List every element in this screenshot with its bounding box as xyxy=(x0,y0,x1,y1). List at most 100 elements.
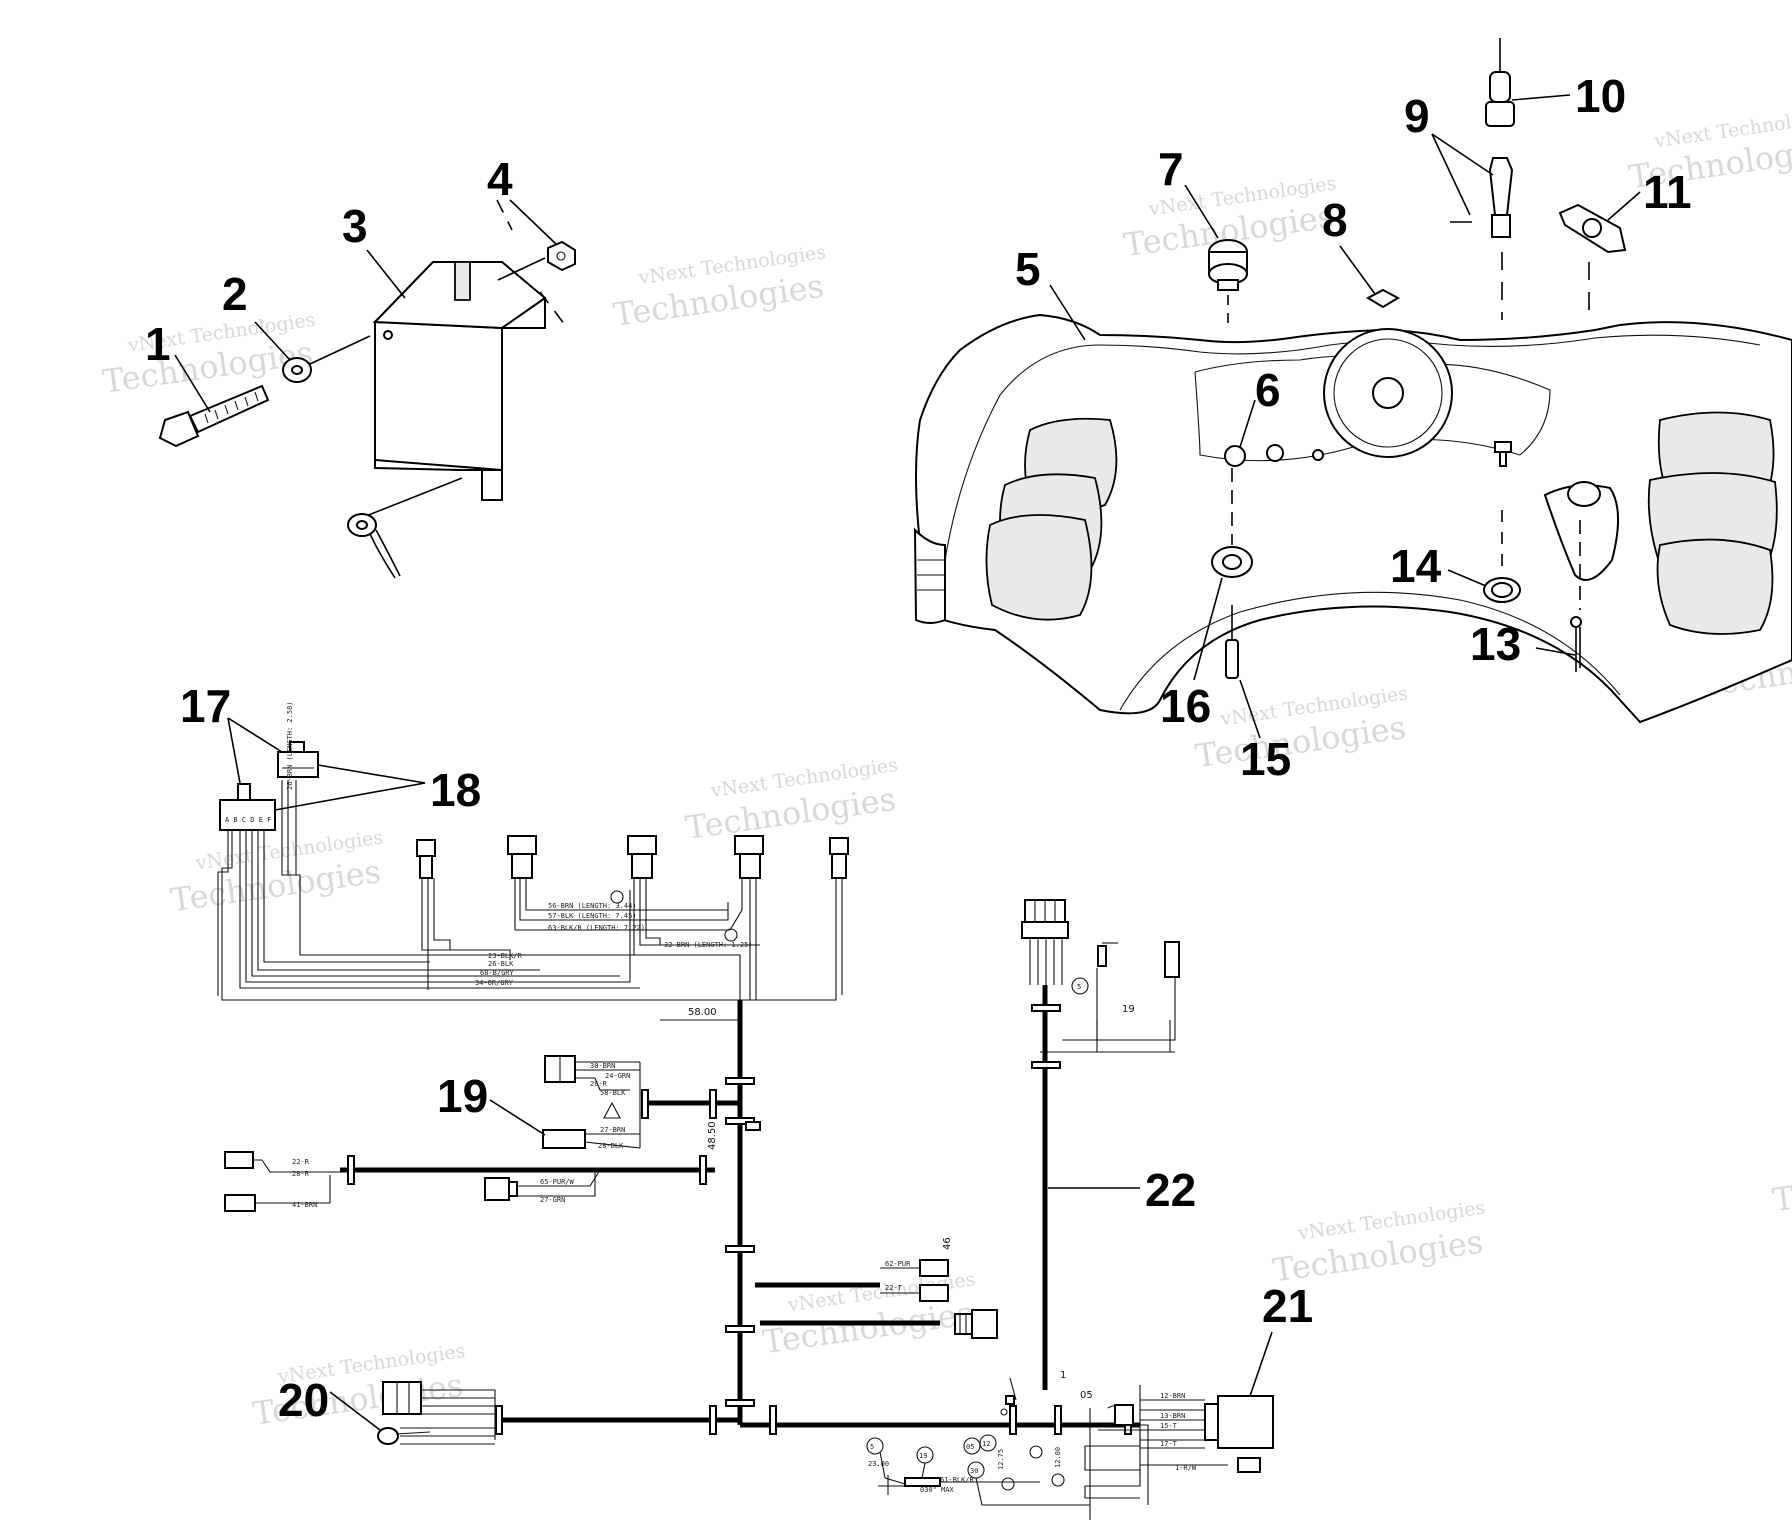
callout-21: 21 xyxy=(1262,1280,1313,1332)
square-plate xyxy=(1365,288,1401,309)
callout-5: 5 xyxy=(1015,243,1041,295)
callout-7: 7 xyxy=(1158,143,1184,195)
svg-text:19: 19 xyxy=(919,1452,927,1460)
svg-text:Technologies: Technologies xyxy=(1770,1152,1792,1219)
watermark-11: vNext Technologies Technologies xyxy=(1270,1197,1486,1290)
nut xyxy=(547,240,576,272)
connector-20 xyxy=(377,1381,496,1445)
svg-text:030" MAX: 030" MAX xyxy=(920,1486,955,1494)
svg-text:19: 19 xyxy=(1122,1004,1135,1015)
bulb xyxy=(1485,38,1515,127)
callout-19: 19 xyxy=(437,1070,488,1122)
svg-text:5: 5 xyxy=(1077,983,1081,991)
svg-text:A B C D E F: A B C D E F xyxy=(225,816,271,824)
watermark-10: vNext Technologies Technologies xyxy=(760,1268,976,1361)
callout-11: 11 xyxy=(1643,166,1692,218)
svg-text:63-BLK/R (LENGTH: 7.22): 63-BLK/R (LENGTH: 7.22) xyxy=(548,924,645,932)
svg-text:30: 30 xyxy=(970,1467,978,1475)
hex-nut xyxy=(1211,546,1253,578)
connector-22: 5 19 xyxy=(1021,899,1180,1053)
ground-ring-terminal xyxy=(347,477,463,579)
watermark-12: vNext Technologies Technologies xyxy=(1770,1152,1792,1219)
svg-text:30-BRN: 30-BRN xyxy=(590,1062,615,1070)
watermark-6: vNext Technologies Technologies xyxy=(683,754,899,847)
cotter-pin xyxy=(1570,616,1582,672)
switch-button xyxy=(1494,441,1512,467)
svg-text:5: 5 xyxy=(870,1443,874,1451)
key-switch xyxy=(1208,239,1248,291)
connector-d xyxy=(734,835,764,879)
svg-text:12-BRN: 12-BRN xyxy=(1160,1392,1185,1400)
svg-text:1: 1 xyxy=(1060,1370,1066,1381)
svg-text:28-R: 28-R xyxy=(292,1170,310,1178)
svg-text:34-OR/GRY: 34-OR/GRY xyxy=(475,979,514,987)
module-assembly xyxy=(158,199,576,579)
svg-text:62-PUR: 62-PUR xyxy=(885,1260,911,1268)
svg-text:32-BRN (LENGTH: 1.25): 32-BRN (LENGTH: 1.25) xyxy=(664,941,753,949)
lamp-connectors: 62-PUR 22-T 46 xyxy=(880,1237,998,1339)
bulb-connectors: 22-R 28-R 41-BRN xyxy=(224,1151,340,1212)
svg-text:12.75: 12.75 xyxy=(997,1449,1005,1470)
svg-text:65-PUR/W: 65-PUR/W xyxy=(540,1178,575,1186)
callout-9: 9 xyxy=(1404,90,1430,142)
socket xyxy=(1450,157,1514,238)
callout-15: 15 xyxy=(1240,733,1291,785)
svg-text:17-T: 17-T xyxy=(1160,1440,1178,1448)
svg-text:05: 05 xyxy=(966,1443,974,1451)
callout-2: 2 xyxy=(222,268,248,320)
svg-text:61-BLK/R: 61-BLK/R xyxy=(940,1476,975,1484)
callout-4: 4 xyxy=(487,153,513,205)
svg-text:22-T: 22-T xyxy=(885,1284,903,1292)
svg-text:68-B/GRY: 68-B/GRY xyxy=(480,969,515,977)
connector-19-group: 30-BRN 24-GRN 26-R 58-BLK 27-BRN 28-BLK xyxy=(542,1055,641,1150)
bottom-harness-details: 05 1 05 12 12.75 12.00 5 19 30 23.00 030… xyxy=(866,1370,1149,1520)
svg-text:12.00: 12.00 xyxy=(1054,1447,1062,1468)
svg-text:56-BRN (LENGTH: 3.44): 56-BRN (LENGTH: 3.44) xyxy=(548,902,637,910)
svg-text:27-BRN: 27-BRN xyxy=(600,1126,625,1134)
svg-text:26-R: 26-R xyxy=(590,1080,608,1088)
knurled-nut xyxy=(1483,577,1521,603)
svg-text:46: 46 xyxy=(942,1237,953,1250)
svg-text:58.00: 58.00 xyxy=(688,1007,717,1018)
callout-1: 1 xyxy=(145,318,171,370)
gauge xyxy=(1323,328,1453,458)
bracket xyxy=(1558,203,1627,254)
main-connector: A B C D E F xyxy=(219,741,319,831)
indicator-bulb xyxy=(1225,605,1239,679)
bolt xyxy=(158,384,270,448)
svg-text:27-GRN: 27-GRN xyxy=(540,1196,565,1204)
dash-panel-assembly xyxy=(913,38,1792,724)
svg-text:1-R/W: 1-R/W xyxy=(1175,1464,1197,1472)
svg-text:13-BRN: 13-BRN xyxy=(1160,1412,1185,1420)
watermark-1: vNext Technologies Technologies xyxy=(100,309,316,401)
svg-text:26-BLK: 26-BLK xyxy=(488,960,514,968)
svg-text:41-BRN: 41-BRN xyxy=(292,1201,317,1209)
svg-text:15-T: 15-T xyxy=(1160,1422,1178,1430)
svg-text:23.00: 23.00 xyxy=(868,1460,889,1468)
callout-10: 10 xyxy=(1575,70,1626,122)
callout-14: 14 xyxy=(1390,540,1442,592)
svg-text:57-BLK (LENGTH: 7.45): 57-BLK (LENGTH: 7.45) xyxy=(548,912,637,920)
indicator-light xyxy=(1224,445,1246,467)
svg-text:58-BLK: 58-BLK xyxy=(600,1089,626,1097)
callouts: 1 2 3 4 5 6 7 8 9 10 11 13 14 15 16 17 1… xyxy=(145,70,1692,1426)
wiring-harness: A B C D E F 26-BRN (LENGTH: 2.58) xyxy=(217,701,1274,1520)
callout-6: 6 xyxy=(1255,364,1281,416)
svg-text:22-R: 22-R xyxy=(292,1158,310,1166)
watermark-5: vNext Technologies Technologies xyxy=(168,826,384,919)
connector-e xyxy=(829,837,849,879)
callout-13: 13 xyxy=(1470,618,1521,670)
svg-text:28-BLK: 28-BLK xyxy=(598,1142,624,1150)
accessory-connector: 65-PUR/W 27-GRN xyxy=(484,1169,601,1204)
svg-text:48.50: 48.50 xyxy=(707,1121,718,1150)
callout-17: 17 xyxy=(180,680,231,732)
callout-20: 20 xyxy=(278,1374,329,1426)
watermark-2: vNext Technologies Technologies xyxy=(611,241,827,334)
svg-text:23-BLK/R: 23-BLK/R xyxy=(488,952,523,960)
callout-18: 18 xyxy=(430,764,481,816)
connector-b xyxy=(507,835,537,879)
connector-21: 12-BRN 13-BRN 15-T 17-T 1-R/W xyxy=(1139,1385,1274,1475)
control-module xyxy=(372,261,547,501)
leader-lines xyxy=(174,94,1641,1431)
